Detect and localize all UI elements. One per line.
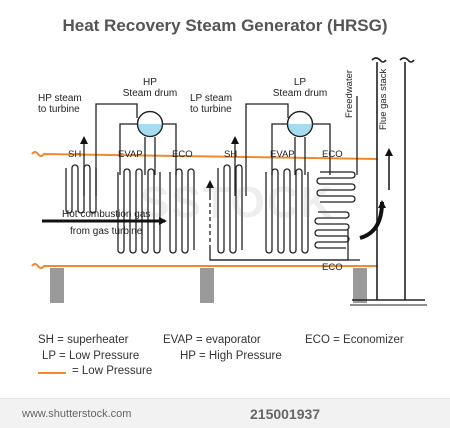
legend-hp: HP = High Pressure [180, 350, 282, 362]
label-feedwater: Freedwater [344, 70, 355, 118]
bottom-economizer-tubes [314, 211, 350, 249]
tube-banks [65, 164, 356, 254]
support-leg [50, 268, 64, 303]
label-evap-lp: EVAP [270, 149, 295, 160]
support-legs [50, 268, 367, 303]
watermark-id: 215001937 [250, 406, 321, 422]
lp-economizer-tubes [316, 171, 356, 203]
piping [80, 96, 360, 261]
hp-evaporator-tubes [117, 168, 161, 254]
lp-superheater-tubes [217, 164, 243, 254]
support-leg [200, 268, 214, 303]
label-sh-lp: SH [224, 149, 237, 160]
watermark-site: www.shutterstock.com [22, 408, 132, 420]
hp-economizer-tubes [169, 168, 195, 254]
label-flue-gas-stack: Flue gas stack [378, 69, 389, 130]
legend-sh: SH = superheater [38, 334, 129, 346]
diagram-title: Heat Recovery Steam Generator (HRSG) [62, 16, 388, 35]
casing-bottom-line [31, 263, 378, 269]
label-sh-hp: SH [68, 149, 81, 160]
casing-top-line [31, 151, 379, 160]
legend-orange: = Low Pressure [72, 365, 153, 377]
legend-evap: EVAP = evaporator [163, 334, 261, 346]
legend-eco: ECO = Economizer [305, 334, 404, 346]
label-eco-lp: ECO [322, 149, 343, 160]
casing-lines [31, 151, 379, 269]
hp-superheater-tubes [65, 164, 97, 214]
flue-gas-stack [350, 57, 427, 306]
watermark-bar [0, 398, 450, 428]
support-leg [353, 268, 367, 303]
label-eco-hp: ECO [172, 149, 193, 160]
gas-turn-arrow [359, 200, 386, 240]
legend-orange-swatch [38, 372, 66, 374]
label-from-turbine: from gas turbine [70, 226, 143, 237]
legend-lp: LP = Low Pressure [42, 350, 140, 362]
label-hot-gas: Hot combustion gas [62, 209, 150, 220]
hp-steam-drum [136, 110, 164, 138]
lp-steam-drum [286, 110, 314, 138]
label-evap-hp: EVAP [118, 149, 143, 160]
lp-evaporator-tubes [265, 168, 309, 254]
label-eco-bottom: ECO [322, 262, 343, 273]
gas-flow-arrows [42, 200, 386, 240]
